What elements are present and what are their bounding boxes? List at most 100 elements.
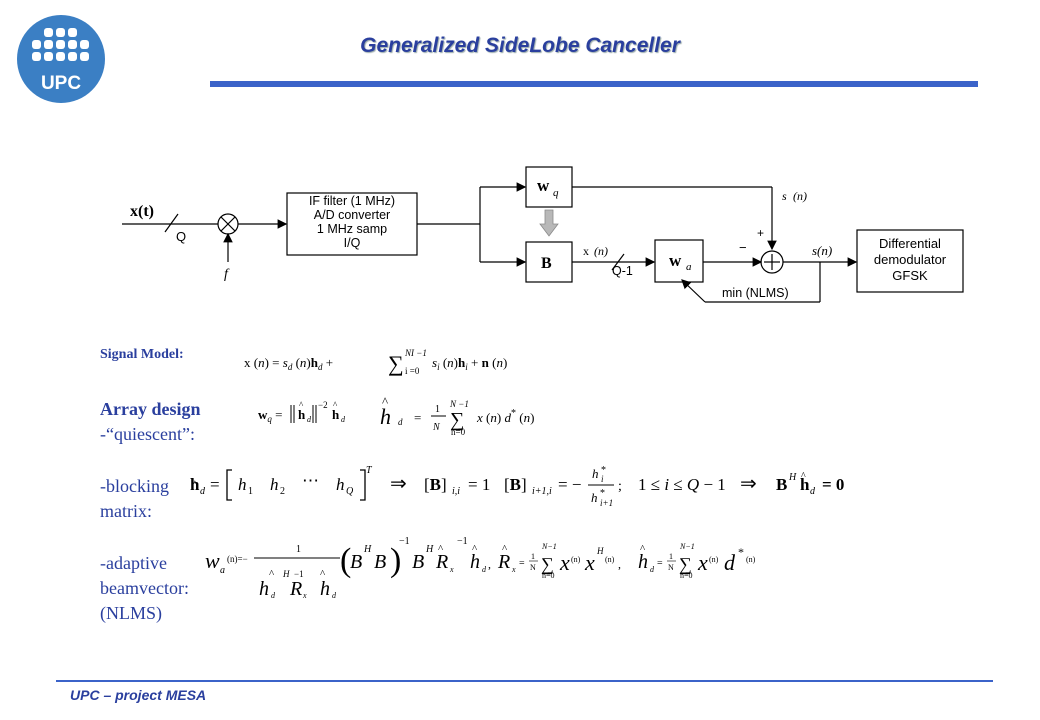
svg-text:N: N — [432, 422, 441, 433]
svg-text:d: d — [332, 591, 337, 600]
svg-text:h: h — [270, 475, 279, 494]
svg-text:NI −1: NI −1 — [404, 348, 427, 358]
adaptive-label-2: beamvector: — [100, 578, 189, 598]
s-label: s(n) — [812, 243, 832, 258]
svg-text:n=0: n=0 — [680, 571, 693, 580]
svg-text:=: = — [519, 558, 525, 569]
minus-sign: − — [739, 240, 747, 255]
svg-text:∑: ∑ — [450, 409, 464, 431]
block-diagram: x(t) Q f IF filter (1 MHz) A/D converter… — [122, 166, 964, 303]
svg-text:x: x — [559, 550, 570, 575]
svg-text:−1: −1 — [457, 536, 468, 547]
svg-text:i+1,i: i+1,i — [532, 486, 552, 497]
svg-text:(: ( — [340, 542, 351, 579]
svg-text:h: h — [380, 404, 391, 429]
svg-text:(n): (n) — [746, 555, 756, 564]
svg-text:h: h — [190, 475, 200, 494]
array-design-label: Array design — [100, 399, 201, 419]
svg-text:d: d — [341, 415, 346, 424]
svg-text:^: ^ — [192, 477, 198, 491]
svg-text:N−1: N−1 — [541, 542, 557, 551]
svg-text:H: H — [788, 472, 797, 483]
svg-text:= 1: = 1 — [468, 475, 490, 494]
svg-text:B: B — [350, 551, 362, 573]
svg-text:wq =: wq = — [258, 407, 282, 424]
wq-label: w — [537, 176, 550, 195]
svg-text:R: R — [289, 578, 302, 600]
signal-model-label: Signal Model: — [100, 347, 184, 362]
footer-text: UPC – project MESA — [70, 687, 207, 703]
blocking-label-1: -blocking — [100, 476, 169, 496]
svg-text:;: ; — [618, 479, 622, 494]
svg-text:1: 1 — [296, 544, 301, 555]
svg-text:^: ^ — [299, 400, 304, 410]
svg-text:,: , — [618, 557, 621, 571]
svg-text:∑: ∑ — [679, 554, 692, 574]
svg-text:1: 1 — [531, 552, 535, 561]
svg-text:B: B — [374, 551, 386, 573]
footer-line — [56, 680, 993, 682]
svg-text:d: d — [200, 486, 206, 497]
demod-block — [856, 229, 964, 293]
svg-text:d: d — [650, 565, 655, 574]
svg-text:∑: ∑ — [388, 351, 404, 376]
svg-text:^: ^ — [801, 471, 806, 482]
adaptive-label-1: -adaptive — [100, 553, 167, 573]
svg-text:1: 1 — [435, 404, 440, 415]
svg-text:H: H — [282, 569, 290, 579]
svg-text:N−1: N−1 — [679, 542, 695, 551]
svg-text:^: ^ — [502, 543, 508, 555]
demod-line-2: demodulator — [874, 252, 947, 267]
svg-text:(n): (n) — [571, 555, 581, 564]
svg-text:= 0: = 0 — [822, 475, 844, 494]
svg-text:−1: −1 — [399, 536, 410, 547]
svg-text:x: x — [697, 550, 708, 575]
svg-text:⇒: ⇒ — [740, 473, 757, 495]
svg-text:x (n) d* (n): x (n) d* (n) — [476, 408, 534, 425]
svg-text:d: d — [271, 591, 276, 600]
wa-label: w — [669, 251, 682, 270]
svg-text:H: H — [363, 544, 372, 555]
svg-text:i =0: i =0 — [405, 366, 420, 376]
svg-text:d: d — [398, 417, 403, 427]
if-line-4: I/Q — [344, 236, 361, 250]
svg-text:h: h — [591, 490, 598, 505]
svg-text:(n): (n) — [605, 555, 615, 564]
svg-text:h: h — [332, 407, 340, 422]
wq-to-b-arrow — [539, 209, 559, 237]
sd-arg: (n) — [793, 189, 807, 203]
wq-sub: q — [553, 187, 559, 199]
svg-text:2: 2 — [280, 486, 285, 497]
nlms-label-left: (NLMS) — [100, 603, 162, 623]
svg-text:N −1: N −1 — [449, 399, 469, 409]
svg-text:a: a — [220, 565, 225, 576]
svg-text:x: x — [449, 565, 454, 574]
svg-text:i,i: i,i — [452, 486, 460, 497]
svg-text:(n): (n) — [709, 555, 719, 564]
svg-text:(n)=−: (n)=− — [227, 554, 248, 564]
svg-text:B: B — [412, 551, 424, 573]
svg-text:*: * — [601, 465, 606, 476]
signal-model-equation: x (n) = sd (n)hd + ∑ NI −1 i =0 si (n)hi… — [244, 348, 507, 376]
svg-text:h: h — [336, 475, 345, 494]
svg-text:si (n)hi + n (n): si (n)hi + n (n) — [432, 355, 507, 372]
svg-text:i: i — [601, 474, 604, 484]
svg-text:^: ^ — [472, 543, 478, 555]
svg-text:=: = — [657, 558, 663, 569]
svg-text:^: ^ — [269, 568, 275, 580]
svg-text:1: 1 — [669, 552, 673, 561]
svg-text:^: ^ — [320, 568, 326, 580]
svg-text:*: * — [600, 488, 605, 499]
svg-text:n=0: n=0 — [542, 571, 555, 580]
if-line-1: IF filter (1 MHz) — [309, 194, 395, 208]
quiescent-equation: wq = h ^ d −2 h ^ d ^ h d = 1 N N −1 ∑ n… — [258, 394, 534, 437]
svg-text:i+1: i+1 — [600, 498, 613, 508]
svg-text:Q: Q — [346, 486, 354, 497]
svg-text:[B]: [B] — [424, 475, 447, 494]
svg-text:−2: −2 — [318, 400, 328, 410]
svg-text:x: x — [511, 565, 516, 574]
title-underline — [210, 81, 978, 87]
svg-text:B: B — [776, 475, 787, 494]
svg-text:d: d — [482, 565, 487, 574]
